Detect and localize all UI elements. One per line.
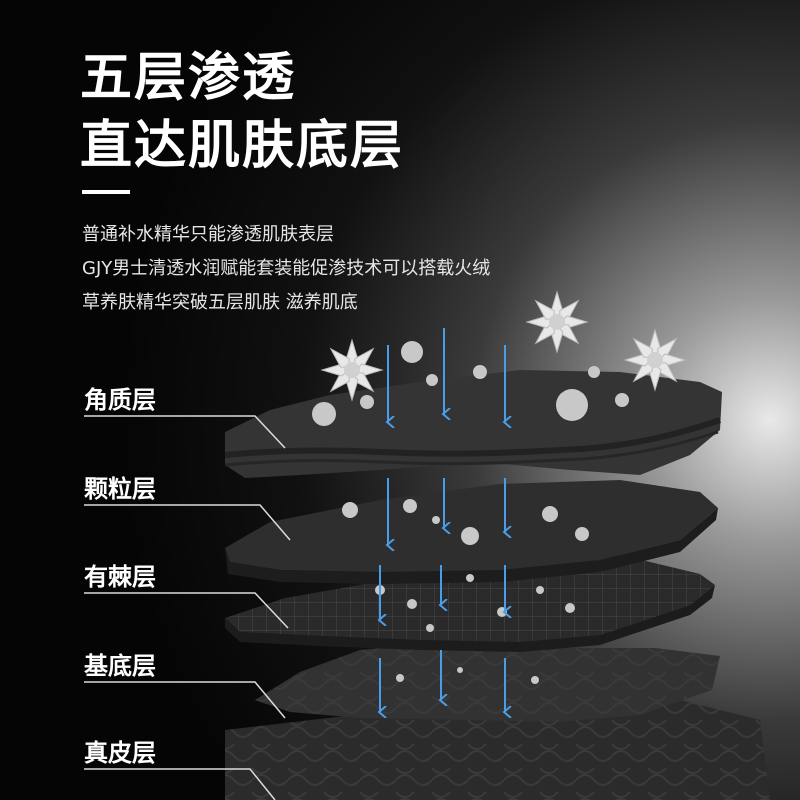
description-line-3: 草养肤精华突破五层肌肤 滋养肌底 [82, 292, 358, 313]
granular-layer-slab [225, 480, 718, 584]
title-underline [82, 190, 130, 194]
leader-line [84, 504, 291, 541]
layer-label-stratum-corneum: 角质层 [84, 386, 156, 414]
layer-label-dermis: 真皮层 [84, 739, 156, 767]
penetration-arrows [380, 328, 505, 712]
flower-icon [320, 338, 384, 402]
flower-icon [525, 290, 589, 354]
headline: 五层渗透 直达肌肤底层 [80, 44, 404, 180]
stratum-corneum-slab [224, 370, 722, 478]
headline-line-1: 五层渗透 [80, 48, 297, 108]
leader-line [84, 592, 289, 629]
headline-line-2: 直达肌肤底层 [80, 116, 405, 176]
basal-layer-slab [255, 640, 720, 722]
leader-line [84, 768, 276, 800]
layer-label-basal: 基底层 [84, 652, 156, 680]
leader-lines [84, 415, 291, 800]
description-line-1: 普通补水精华只能渗透肌肤表层 [82, 224, 334, 245]
leader-line [84, 415, 286, 449]
description-line-2: GJY男士清透水润赋能套装能促渗技术可以搭载火绒 [82, 258, 491, 279]
leader-line [84, 681, 286, 719]
spinous-layer-slab [225, 550, 715, 652]
layer-label-granular: 颗粒层 [84, 475, 156, 503]
description: 普通补水精华只能渗透肌肤表层 GJY男士清透水润赋能套装能促渗技术可以搭载火绒 … [82, 218, 490, 320]
flower-icon [623, 328, 687, 392]
layer-label-spinous: 有棘层 [84, 563, 156, 591]
nutrient-droplets [312, 341, 629, 684]
